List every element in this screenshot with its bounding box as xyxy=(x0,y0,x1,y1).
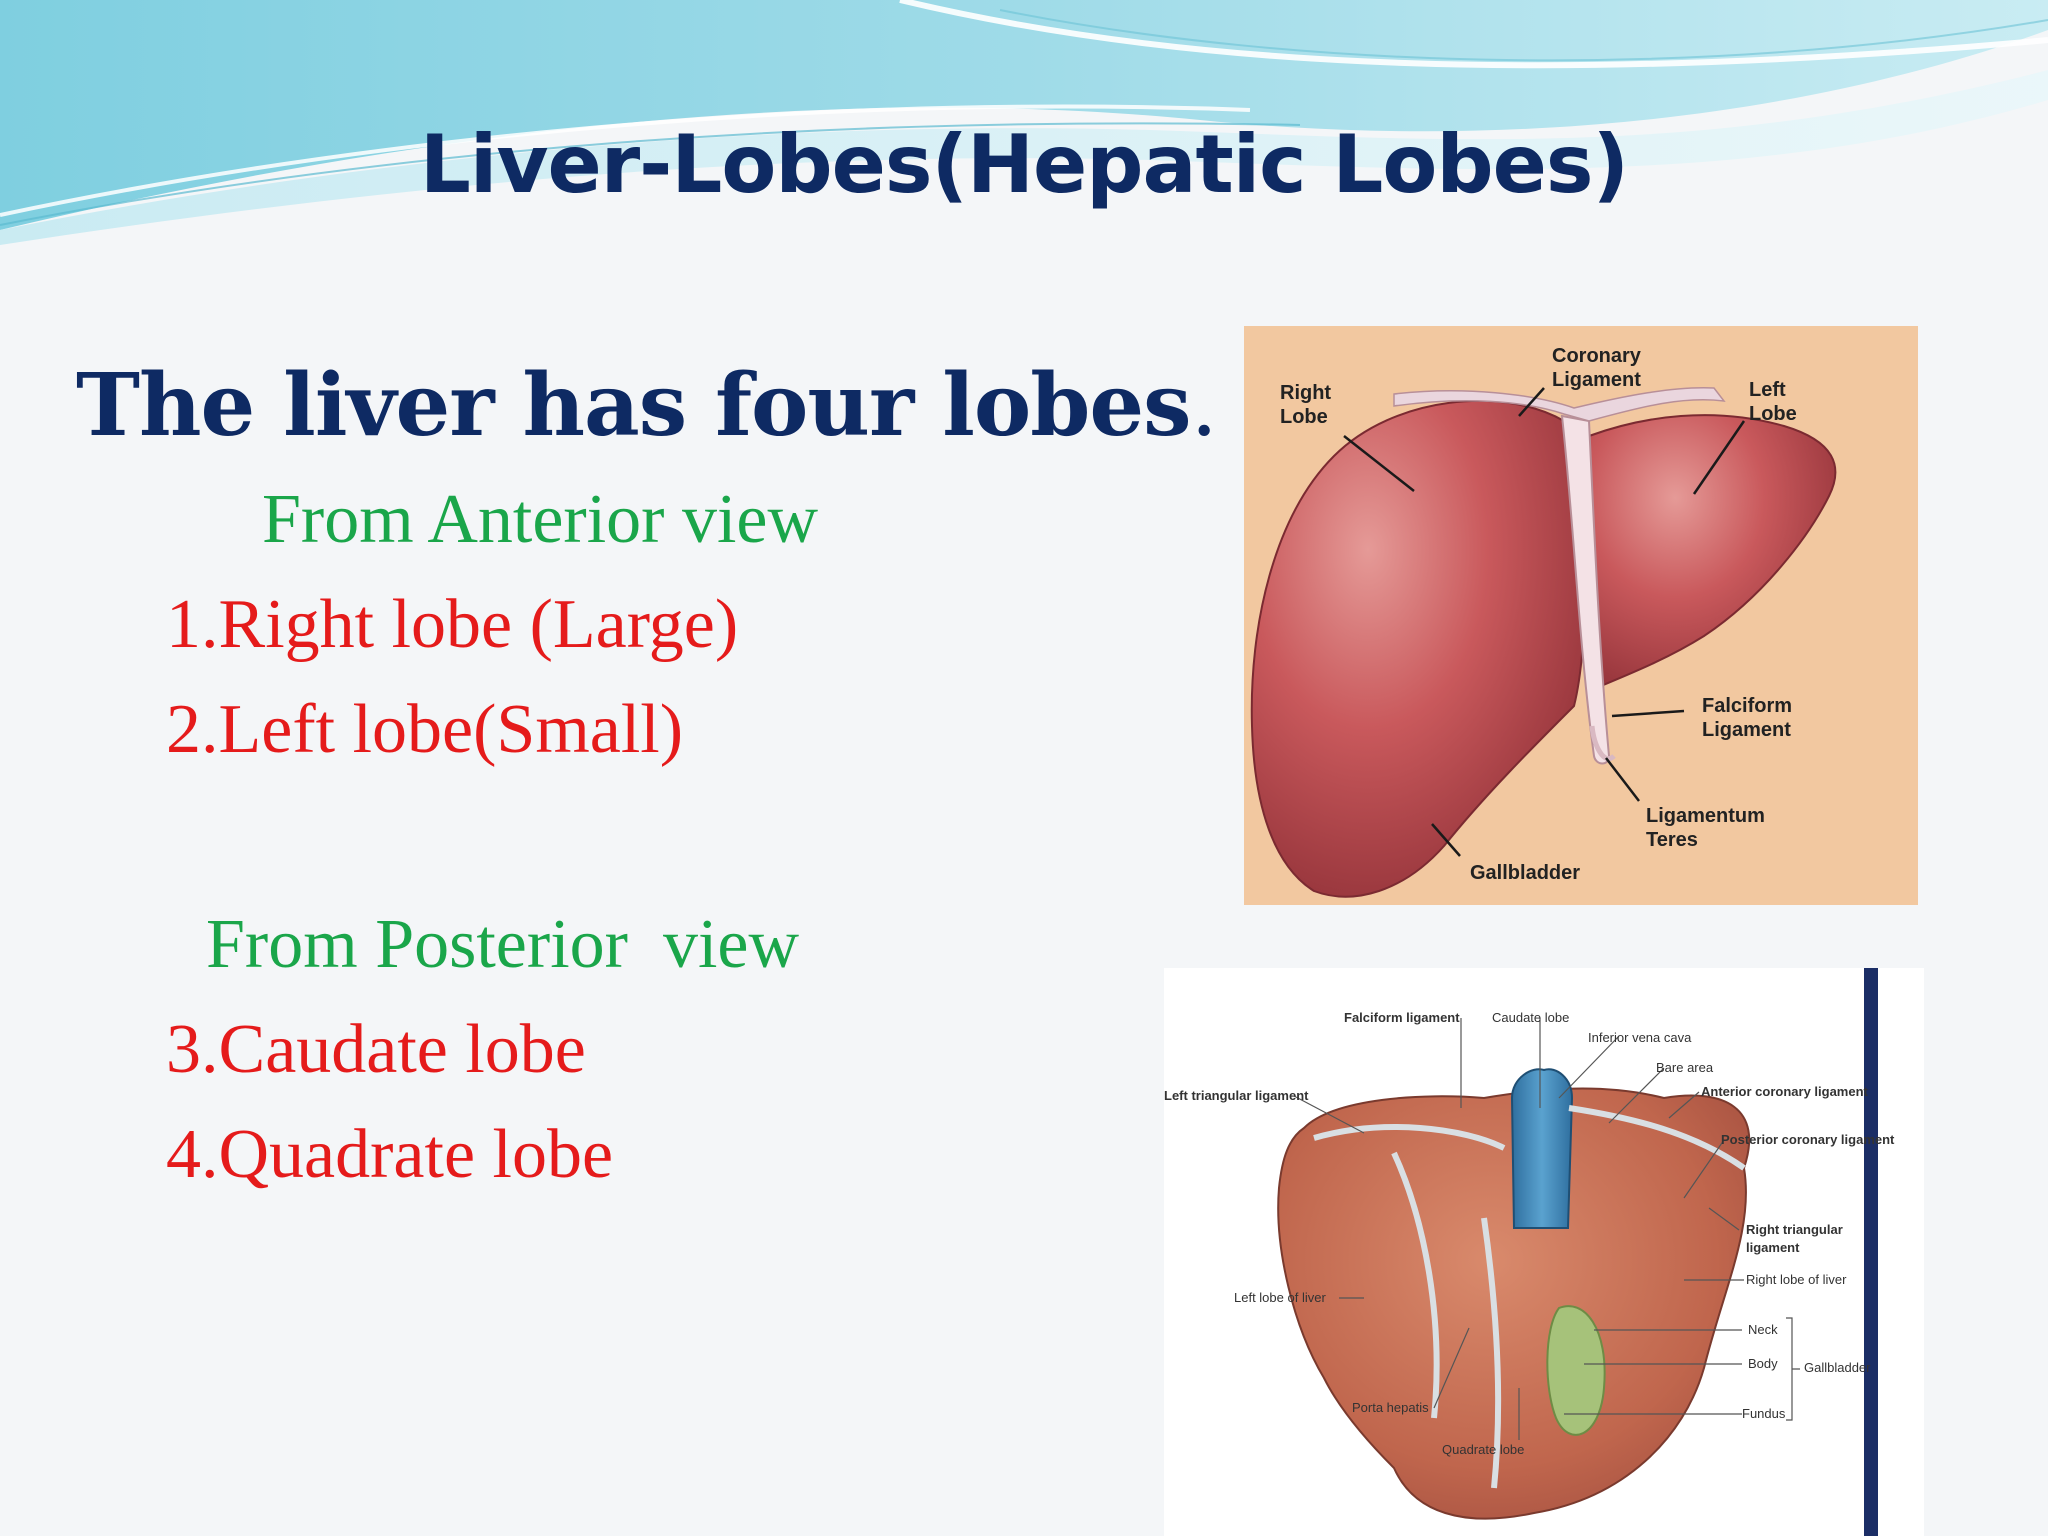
label-porta-hepatis: Porta hepatis xyxy=(1352,1400,1429,1415)
label-left-lobe-2: Lobe xyxy=(1749,403,1797,425)
left-lobe-shape xyxy=(1588,414,1837,693)
slide-title: Liver-Lobes(Hepatic Lobes) xyxy=(419,118,1629,211)
label-ivc: Inferior vena cava xyxy=(1588,1030,1692,1045)
label-gallbladder: Gallbladder xyxy=(1470,862,1580,884)
anterior-view-heading: From Anterior view xyxy=(262,481,819,558)
posterior-leader-lines xyxy=(1293,1018,1744,1440)
list-item-caudate-lobe: 3.Caudate lobe xyxy=(166,1011,586,1088)
label-body: Body xyxy=(1748,1356,1778,1371)
ivc-shape xyxy=(1510,1068,1574,1229)
gallbladder-bracket xyxy=(1786,1317,1800,1421)
label-posterior-coronary: Posterior coronary ligament xyxy=(1721,1132,1895,1147)
headline-period: . xyxy=(1190,356,1218,456)
list-item-left-lobe: 2.Left lobe(Small) xyxy=(166,691,684,768)
posterior-view-heading: From Posterior view xyxy=(206,906,800,983)
liver-anterior-figure: Right Lobe Coronary Ligament Left Lobe F… xyxy=(1244,326,1918,905)
label-quadrate-lobe: Quadrate lobe xyxy=(1442,1442,1524,1457)
posterior-gallbladder-shape xyxy=(1546,1305,1606,1436)
ligament-lines xyxy=(1313,1105,1746,1489)
leader-lines xyxy=(1343,387,1746,857)
headline-text: The liver has four lobes xyxy=(76,355,1191,456)
coronary-ligament-shape xyxy=(1393,386,1726,422)
label-fundus: Fundus xyxy=(1742,1406,1786,1421)
label-falciform-ligament: Falciform ligament xyxy=(1344,1010,1460,1025)
label-left-triangular: Left triangular ligament xyxy=(1164,1088,1309,1103)
label-right-lobe: Right lobe of liver xyxy=(1746,1272,1847,1287)
list-item-quadrate-lobe: 4.Quadrate lobe xyxy=(166,1116,614,1193)
label-caudate-lobe: Caudate lobe xyxy=(1492,1010,1569,1025)
falciform-ligament-shape xyxy=(1560,414,1611,765)
label-right-lobe-2: Lobe xyxy=(1280,406,1328,428)
label-teres-1: Ligamentum xyxy=(1646,805,1765,827)
figure-border-bar xyxy=(1864,968,1878,1536)
label-gallbladder: Gallbladder xyxy=(1804,1360,1871,1375)
label-right-triangular-1: Right triangular xyxy=(1746,1222,1843,1237)
list-item-right-lobe: 1.Right lobe (Large) xyxy=(166,586,739,663)
label-coronary-2: Ligament xyxy=(1552,369,1641,391)
right-lobe-shape xyxy=(1250,399,1586,898)
label-falciform-2: Ligament xyxy=(1702,719,1791,741)
label-falciform-1: Falciform xyxy=(1702,695,1792,717)
label-coronary-1: Coronary xyxy=(1552,345,1642,367)
label-right-lobe-1: Right xyxy=(1280,382,1331,404)
anterior-labels: Right Lobe Coronary Ligament Left Lobe F… xyxy=(1280,345,1797,884)
label-left-lobe: Left lobe of liver xyxy=(1234,1290,1326,1305)
headline: The liver has four lobes. xyxy=(76,355,1218,456)
teres-ligament-shape xyxy=(1589,725,1616,761)
label-bare-area: Bare area xyxy=(1656,1060,1714,1075)
label-anterior-coronary: Anterior coronary ligament xyxy=(1701,1084,1869,1099)
label-teres-2: Teres xyxy=(1646,829,1698,851)
label-left-lobe-1: Left xyxy=(1749,379,1786,401)
posterior-labels: Falciform ligament Caudate lobe Inferior… xyxy=(1164,1010,1895,1457)
label-neck: Neck xyxy=(1748,1322,1778,1337)
label-right-triangular-2: ligament xyxy=(1746,1240,1800,1255)
header-wave-decoration xyxy=(0,0,2048,245)
liver-posterior-figure: Falciform ligament Caudate lobe Inferior… xyxy=(1164,968,1924,1536)
